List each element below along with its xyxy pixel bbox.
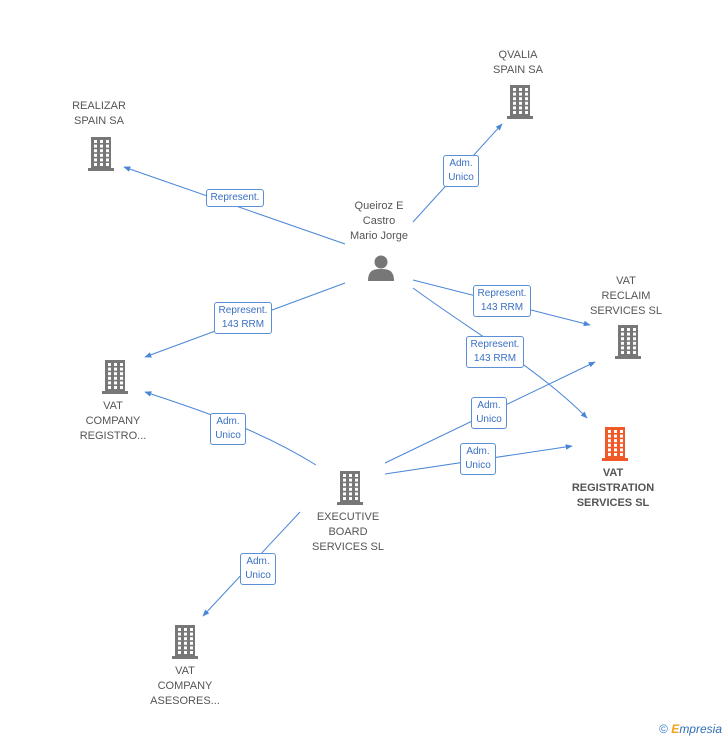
node-label-vat-reclaim[interactable]: VAT RECLAIM SERVICES SL: [590, 274, 662, 317]
building-icon-qvalia[interactable]: [507, 85, 533, 119]
edge-label-queiroz-to-vat-reclaim[interactable]: Represent. 143 RRM: [472, 285, 532, 317]
edge-label-queiroz-to-realizar[interactable]: Represent.: [205, 189, 265, 207]
person-icon-queiroz[interactable]: [368, 255, 394, 282]
edge-label-executive-board-to-vat-registration[interactable]: Adm. Unico: [460, 443, 496, 475]
building-icon-executive-board[interactable]: [337, 471, 363, 505]
building-icon-realizar[interactable]: [88, 137, 114, 171]
node-label-vat-registration[interactable]: VAT REGISTRATION SERVICES SL: [571, 466, 655, 509]
building-icon-vat-reclaim[interactable]: [615, 325, 641, 359]
node-label-vat-company-registro[interactable]: VAT COMPANY REGISTRO...: [79, 399, 147, 442]
edge-label-queiroz-to-vat-registration[interactable]: Represent. 143 RRM: [465, 336, 525, 368]
edge-label-executive-board-to-vat-company-asesores[interactable]: Adm. Unico: [240, 553, 276, 585]
node-label-realizar[interactable]: REALIZAR SPAIN SA: [72, 100, 126, 127]
edge-label-executive-board-to-vat-reclaim[interactable]: Adm. Unico: [471, 397, 507, 429]
edge-label-queiroz-to-vat-company-registro[interactable]: Represent. 143 RRM: [213, 302, 273, 334]
node-label-queiroz[interactable]: Queiroz E Castro Mario Jorge: [349, 199, 409, 242]
node-label-qvalia[interactable]: QVALIA SPAIN SA: [493, 49, 543, 76]
empresia-logo[interactable]: Empresia: [671, 722, 722, 736]
node-label-vat-company-asesores[interactable]: VAT COMPANY ASESORES...: [150, 664, 220, 707]
edge-label-queiroz-to-qvalia[interactable]: Adm. Unico: [443, 155, 479, 187]
building-icon-vat-company-registro[interactable]: [102, 360, 128, 394]
building-icon-vat-company-asesores[interactable]: [172, 625, 198, 659]
node-label-executive-board[interactable]: EXECUTIVE BOARD SERVICES SL: [312, 510, 384, 553]
copyright-symbol: ©: [659, 722, 668, 736]
building-icon-vat-registration[interactable]: [602, 427, 628, 461]
edge-label-executive-board-to-vat-company-registro[interactable]: Adm. Unico: [210, 413, 246, 445]
footer-credit: © Empresia: [659, 722, 722, 736]
